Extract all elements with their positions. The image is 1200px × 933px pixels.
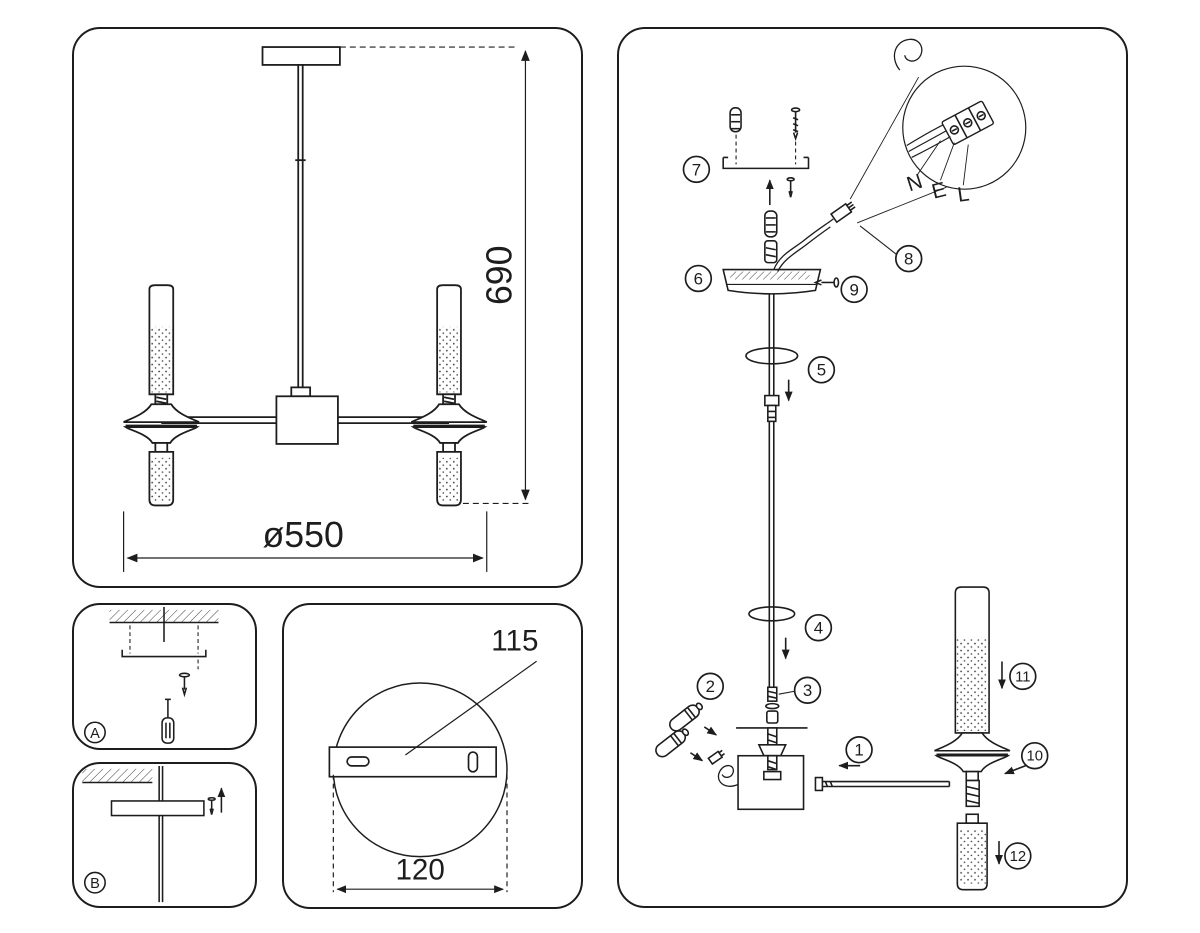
suspension-rod — [764, 293, 780, 688]
panel-mount-detail-b: B — [72, 762, 257, 908]
rod-end-stud — [765, 686, 780, 724]
terminal-block-icon — [941, 100, 994, 145]
step8-leader — [859, 225, 898, 256]
wire-label-n: N — [904, 170, 925, 197]
stem-rod — [158, 765, 164, 903]
step-badge-6: 6 — [694, 269, 703, 288]
mounting-bracket — [121, 649, 207, 658]
step-badge-5: 5 — [817, 361, 826, 380]
detail-a-label: A — [90, 726, 100, 742]
mount-detail-a-drawing: A — [83, 606, 219, 744]
wall-plug-icon — [729, 107, 742, 133]
wires-into-block — [906, 124, 951, 158]
plug-connector-icon — [707, 749, 725, 766]
alignment-dashes — [735, 134, 797, 165]
mains-wire — [773, 218, 834, 272]
holder-arrow — [1004, 764, 1027, 775]
dimension-diameter: ø550 — [262, 515, 343, 555]
screwdriver — [161, 698, 175, 744]
wire-label-l: L — [956, 182, 971, 206]
dimension-canopy-diameter: 120 — [395, 853, 444, 886]
canopy — [722, 268, 822, 295]
panel-bracket-dimensions: 115 120 — [282, 603, 583, 909]
step-badge-1: 1 — [854, 741, 863, 760]
height-dimension-lines — [339, 46, 533, 505]
wiring-detail-callout — [849, 38, 1027, 224]
panel-mount-detail-a: A — [72, 603, 257, 750]
coiled-wire — [717, 765, 739, 787]
decorative-ring-upper — [745, 347, 799, 365]
panel-assembly-steps: 1 2 3 4 5 6 7 8 9 10 11 12 N E L — [617, 27, 1128, 908]
diameter-dimension-lines — [123, 511, 488, 572]
lamp-arm — [814, 776, 951, 792]
small-screw-icon — [786, 176, 795, 198]
step-badge-7: 7 — [692, 160, 701, 179]
step3-leader — [778, 690, 795, 695]
center-body — [737, 754, 805, 811]
lamp-holder-group — [934, 732, 1011, 808]
bulb-arrow — [689, 752, 704, 762]
left-lamp — [122, 284, 200, 507]
threaded-stem — [965, 779, 980, 808]
wire-label-leaders — [917, 140, 969, 186]
step-badge-9: 9 — [849, 280, 858, 299]
step-badge-4: 4 — [814, 619, 823, 638]
fixture-dimension-drawing: 690 ø550 — [122, 46, 533, 572]
terminal-connector-icon — [829, 201, 856, 224]
screw — [178, 672, 191, 698]
bulb-icon — [655, 728, 690, 758]
upper-glass-shade — [954, 586, 990, 734]
detail-b-badge — [83, 871, 106, 894]
step-badges — [682, 155, 1049, 870]
mounting-bracket — [328, 746, 497, 778]
wall-plug-icon — [764, 210, 778, 238]
panel-fixture-dimensions: 690 ø550 — [72, 27, 583, 588]
detail-b-label: B — [90, 876, 100, 892]
step-badge-8: 8 — [904, 250, 913, 269]
center-body — [275, 386, 339, 445]
drill-guide-lines — [129, 625, 199, 670]
dimension-bracket-length: 115 — [491, 624, 538, 657]
center-body-group — [736, 727, 808, 811]
mounting-strap — [722, 156, 810, 170]
step-badge-11: 11 — [1015, 669, 1030, 685]
bulb-arrow — [703, 726, 718, 736]
hanging-hook-icon — [893, 38, 923, 71]
step-badge-2: 2 — [706, 677, 715, 696]
mount-detail-b-drawing: B — [82, 765, 226, 903]
step-badge-10: 10 — [1026, 749, 1043, 765]
diameter-dimension-lines — [332, 774, 508, 894]
screw — [207, 796, 216, 815]
canopy-plate — [110, 800, 205, 817]
bulb-icon — [669, 702, 704, 732]
stem-rod — [295, 64, 306, 388]
canopy-screw-icon — [813, 277, 840, 288]
bracket-dimension-drawing: 115 120 — [328, 624, 538, 894]
decorative-ring-lower — [748, 606, 796, 622]
step-badge-12: 12 — [1010, 849, 1027, 865]
assembly-exploded-drawing: 1 2 3 4 5 6 7 8 9 10 11 12 N E L — [655, 38, 1049, 891]
ceiling-hatch — [82, 768, 153, 784]
long-screw-icon — [790, 107, 801, 142]
leader-line-115 — [405, 660, 537, 756]
step-badge-3: 3 — [803, 681, 812, 700]
wing-nut-icon — [757, 744, 787, 757]
wire-label-e: E — [929, 178, 948, 204]
right-lamp — [410, 284, 488, 507]
bulbs-group — [655, 702, 739, 787]
lower-glass-shade — [956, 813, 988, 891]
threaded-nipple-icon — [764, 239, 778, 264]
ceiling-bracket-group — [722, 107, 810, 264]
ceiling-plate — [261, 46, 341, 66]
detail-a-badge — [83, 721, 106, 744]
dimension-height: 690 — [480, 245, 520, 305]
